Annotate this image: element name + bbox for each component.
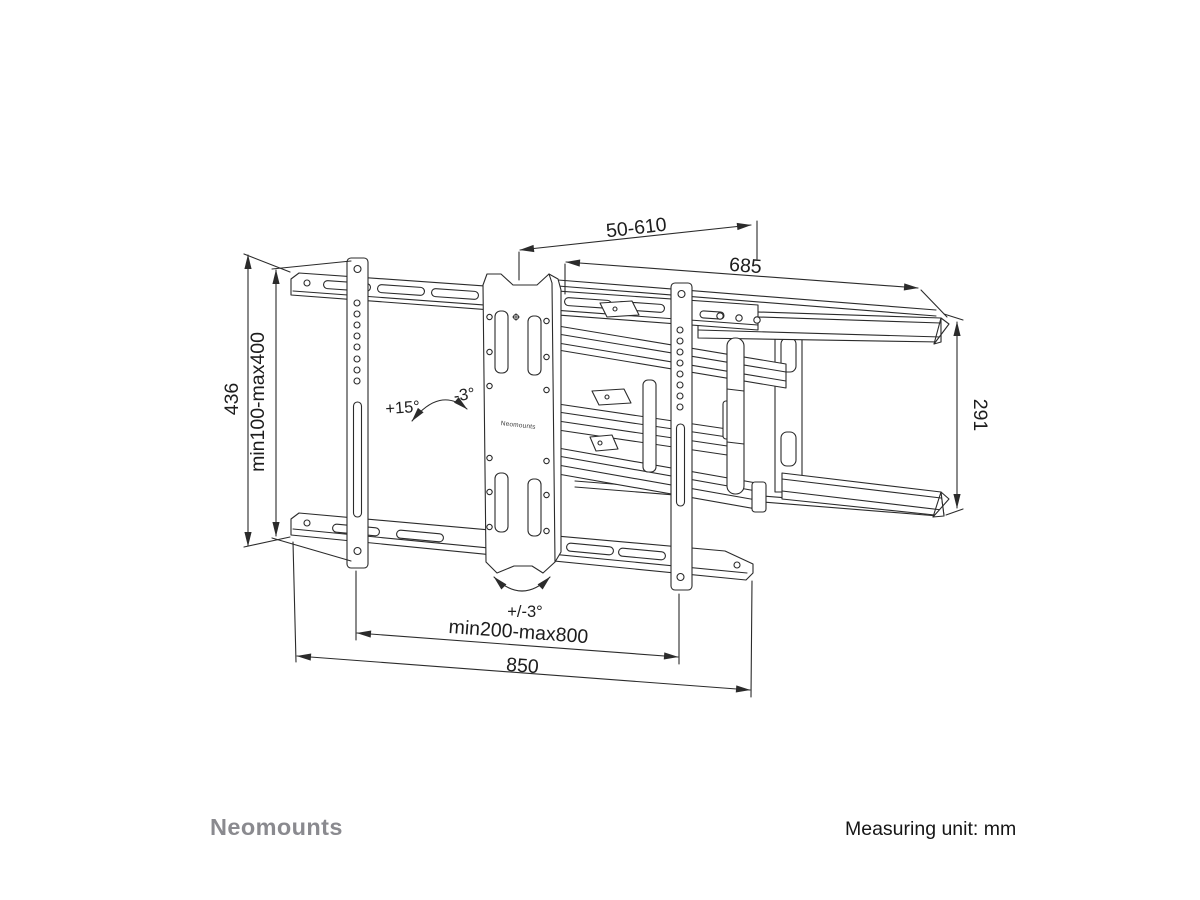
pivot-post bbox=[726, 337, 745, 495]
dim-line-850 bbox=[296, 653, 751, 693]
dim-label-wall-plate-height: 291 bbox=[969, 399, 991, 432]
vesa-plate bbox=[482, 273, 562, 574]
extension-lines bbox=[243, 220, 964, 698]
wall-plate-column bbox=[774, 315, 803, 493]
dim-label-tilt-down: -3° bbox=[453, 385, 477, 406]
dim-label-arm-length: 685 bbox=[728, 254, 762, 278]
tilt-arrow bbox=[411, 397, 468, 422]
dim-line-685 bbox=[565, 259, 919, 291]
dim-line-50-610 bbox=[519, 222, 752, 253]
dim-label-total-width: 850 bbox=[505, 654, 539, 678]
dim-line-vesa-width bbox=[356, 630, 679, 660]
swivel-arrow bbox=[493, 576, 551, 592]
neomounts-logo: Neomounts bbox=[210, 814, 343, 840]
vesa-plate-brand-text: Neomounts bbox=[500, 420, 536, 431]
dim-label-swivel: +/-3° bbox=[507, 603, 543, 621]
tilt-bracket bbox=[642, 379, 657, 473]
arm-clamps bbox=[589, 388, 632, 452]
measuring-unit-label: Measuring unit: mm bbox=[845, 818, 1017, 840]
dim-label-vesa-width-range: min200-max800 bbox=[448, 616, 589, 648]
rail-clamp-top bbox=[599, 300, 640, 318]
dim-label-bracket-height: 436 bbox=[221, 383, 243, 416]
dim-label-vesa-height-range: min100-max400 bbox=[247, 332, 269, 472]
dim-label-top-extension: 50-610 bbox=[605, 214, 668, 243]
dimension-lines bbox=[244, 222, 961, 693]
left-tv-bracket bbox=[346, 257, 369, 569]
wall-rail-bottom bbox=[781, 472, 950, 518]
right-tv-bracket bbox=[670, 282, 693, 591]
mount-screws bbox=[716, 312, 761, 324]
dim-label-tilt-up: +15° bbox=[385, 398, 421, 418]
